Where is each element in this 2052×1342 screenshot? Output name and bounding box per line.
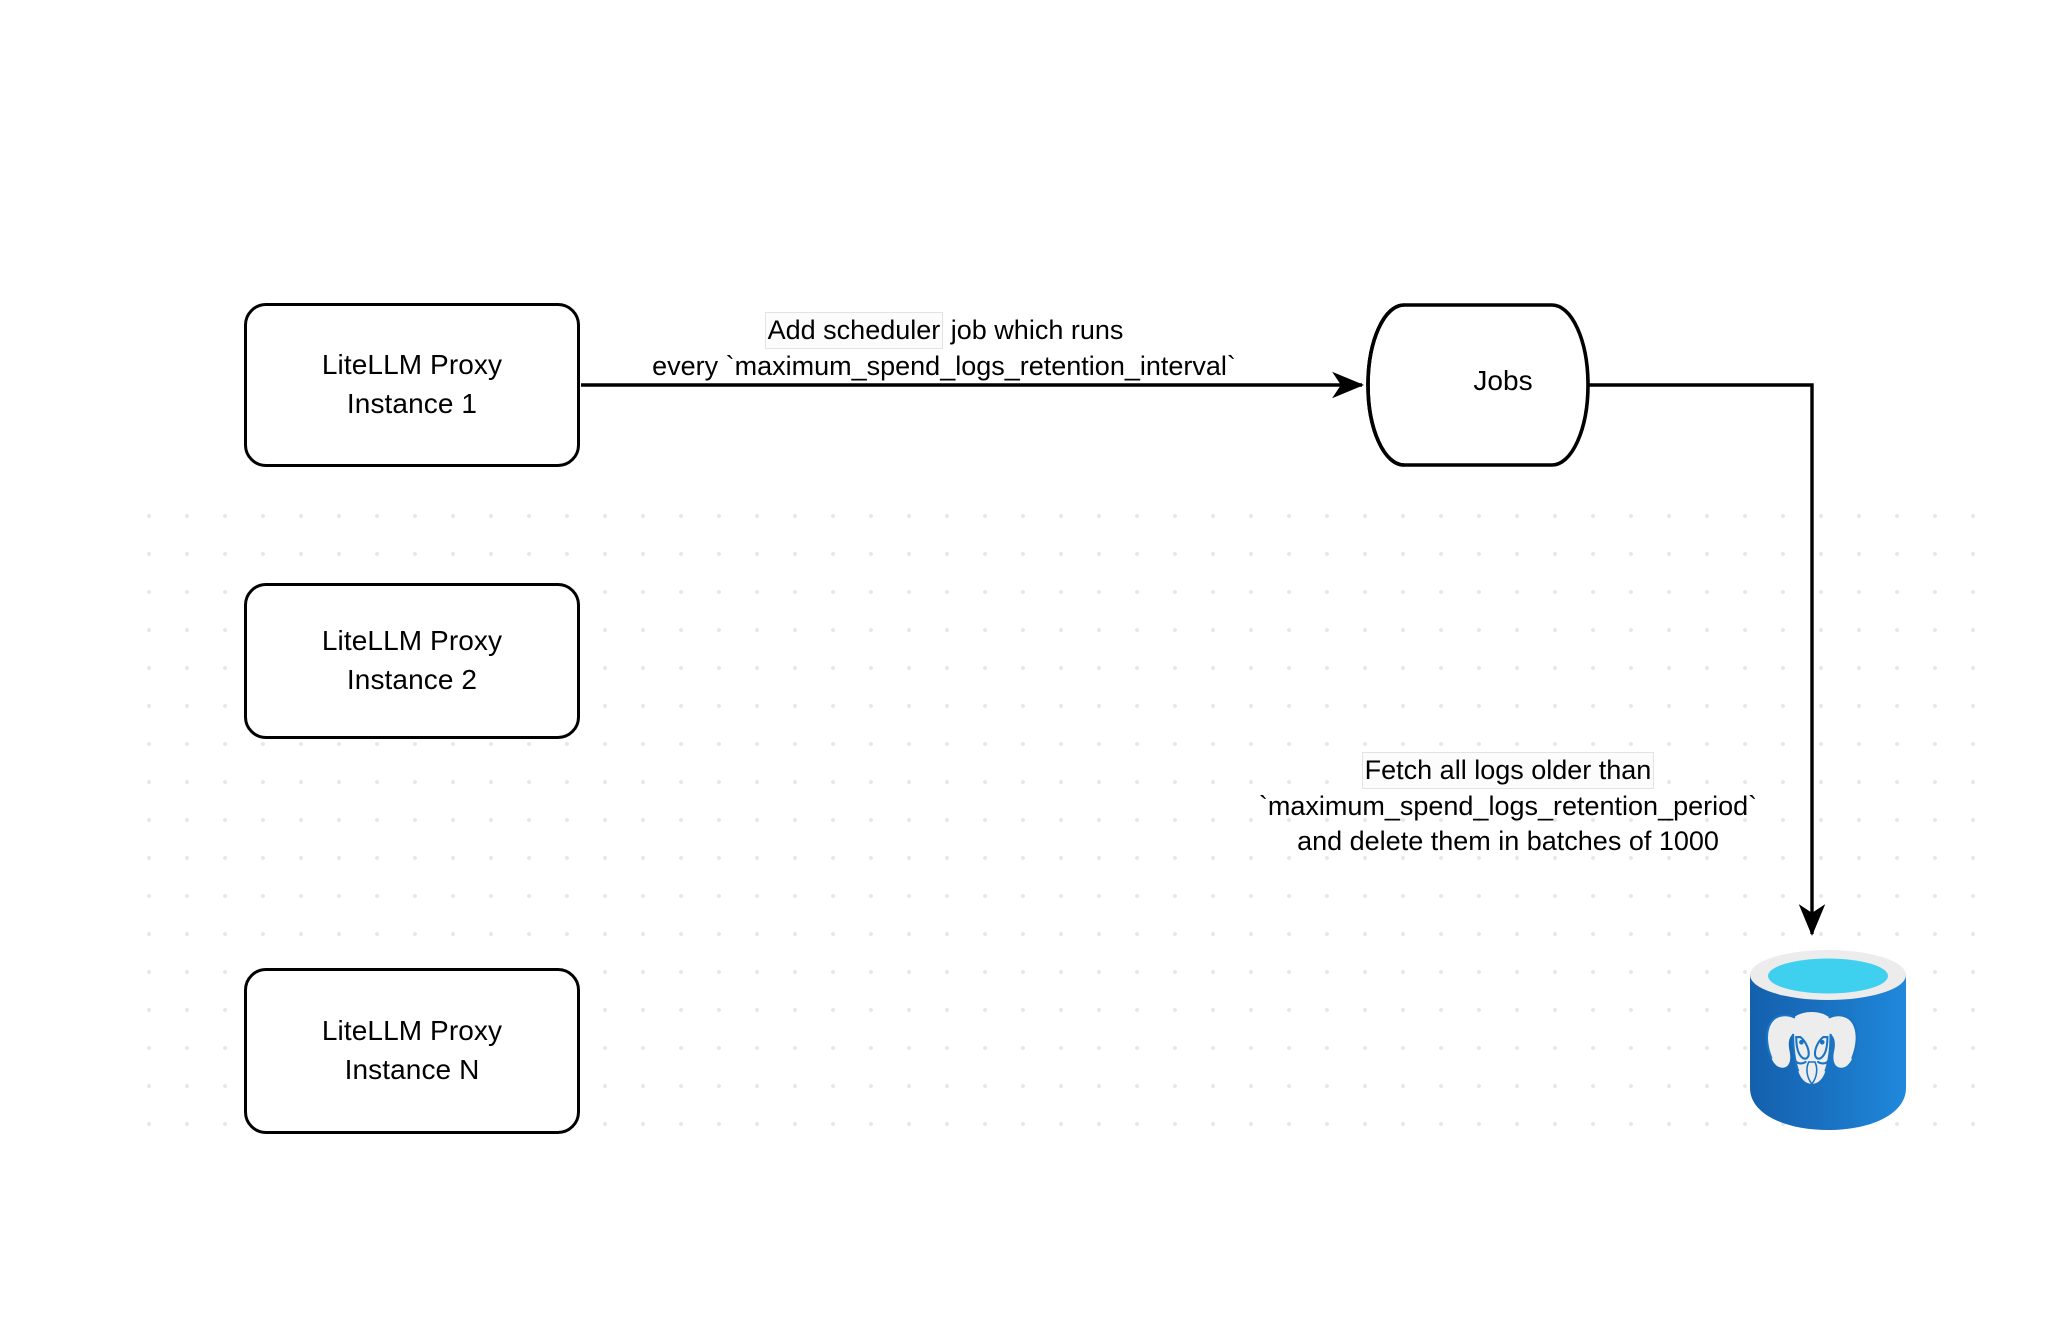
postgres-elephant-icon [1766,1012,1858,1086]
scheduler-label-line1: Add scheduler job which runs [600,312,1288,350]
fetch-label-highlight: Fetch all logs older than [1361,752,1655,790]
edge-label-add-scheduler-job: Add scheduler job which runs every `maxi… [600,312,1288,384]
jobs-cylinder-shape [1366,303,1590,467]
jobs-cylinder-label: Jobs [1473,365,1533,396]
proxy-1-line2: Instance 1 [346,388,478,419]
scheduler-label-highlight: Add scheduler [764,312,944,350]
node-litellm-proxy-instance-2[interactable]: LiteLLM Proxy Instance 2 [244,583,580,739]
node-litellm-proxy-instance-n[interactable]: LiteLLM Proxy Instance N [244,968,580,1134]
node-litellm-proxy-instance-1[interactable]: LiteLLM Proxy Instance 1 [244,303,580,467]
proxy-3-line1: LiteLLM Proxy [321,1015,503,1047]
postgres-database-icon[interactable] [1742,948,1914,1134]
proxy-2-line2: Instance 2 [346,664,478,695]
database-liquid [1768,958,1888,994]
proxy-1-line1: LiteLLM Proxy [321,349,503,381]
fetch-label-line2: `maximum_spend_logs_retention_period` [1258,791,1758,822]
fetch-label-line3: and delete them in batches of 1000 [1297,826,1719,857]
proxy-3-line2: Instance N [344,1054,480,1085]
scheduler-label-line1-rest: job which runs [943,315,1124,345]
fetch-label-line1: Fetch all logs older than [1228,752,1788,790]
proxy-2-line1: LiteLLM Proxy [321,625,503,657]
edge-label-fetch-and-delete: Fetch all logs older than `maximum_spend… [1228,752,1788,859]
scheduler-label-line2: every `maximum_spend_logs_retention_inte… [652,351,1236,382]
edge-jobs-to-database [1588,383,1826,937]
